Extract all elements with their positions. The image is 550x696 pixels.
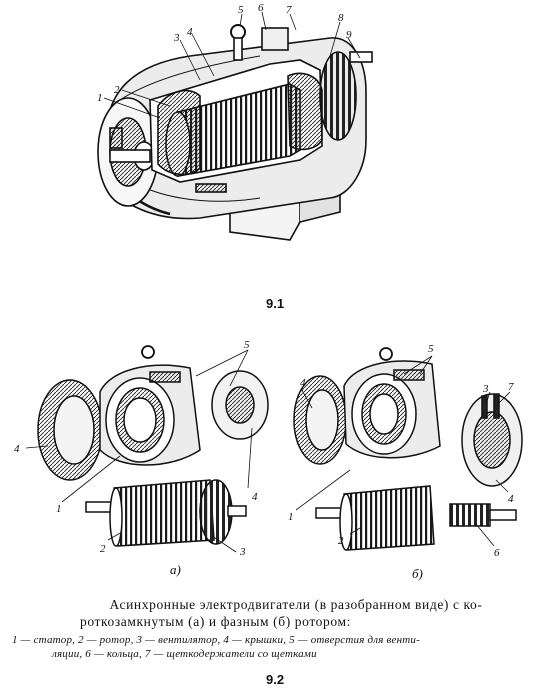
callout-b-3: 3 bbox=[482, 383, 489, 395]
callout-1: 1 bbox=[97, 92, 103, 104]
callout-5: 5 bbox=[238, 4, 244, 16]
caption-legend: 1 — статор, 2 — ротор, 3 — вентилятор, 4… bbox=[12, 633, 540, 661]
exploded-motor-b-callout-labels: 5 4 3 7 4 1 2 6 б) bbox=[288, 343, 514, 581]
caption-title: Асинхронные электродвигатели (в разобран… bbox=[12, 596, 540, 630]
callout-b-6: 6 bbox=[494, 547, 500, 559]
callout-a-2: 2 bbox=[100, 543, 106, 555]
callout-7: 7 bbox=[286, 4, 292, 16]
callout-9: 9 bbox=[346, 29, 352, 41]
exploded-motor-a-callouts bbox=[25, 349, 253, 553]
callout-a-4-right: 4 bbox=[252, 491, 258, 503]
callout-4: 4 bbox=[187, 26, 193, 38]
callout-a-4-left: 4 bbox=[14, 443, 20, 455]
exploded-motor-a-callout-labels: 5 4 4 1 2 3 а) bbox=[14, 339, 258, 577]
callout-b-7: 7 bbox=[508, 381, 514, 393]
motor-cutaway-callouts bbox=[103, 11, 361, 119]
callout-a-5: 5 bbox=[244, 339, 250, 351]
exploded-motor-b-drawing bbox=[293, 347, 523, 551]
caption-title-line-2: роткозамкнутым (а) и фазным (б) ротором: bbox=[80, 614, 351, 629]
motor-cutaway-callout-labels: 1 2 3 4 5 6 7 8 9 bbox=[97, 2, 352, 104]
callout-b-4-right: 4 bbox=[508, 493, 514, 505]
exploded-motor-b-callouts bbox=[295, 355, 511, 547]
callout-b-1: 1 bbox=[288, 511, 294, 523]
caption-legend-line-1: 1 — статор, 2 — ротор, 3 — вентилятор, 4… bbox=[12, 634, 420, 646]
subfigure-a-label: а) bbox=[170, 562, 181, 577]
callout-b-2: 2 bbox=[338, 535, 344, 547]
exploded-motor-a-drawing bbox=[37, 345, 269, 547]
caption-legend-line-2: ляции, 6 — кольца, 7 — щеткодержатели со… bbox=[52, 648, 317, 660]
figure-caption: Асинхронные электродвигатели (в разобран… bbox=[12, 596, 540, 661]
callout-3: 3 bbox=[173, 32, 180, 44]
callout-6: 6 bbox=[258, 2, 264, 14]
figure-label-9-2: 9.2 bbox=[266, 672, 285, 687]
caption-title-line-1: Асинхронные электродвигатели (в разобран… bbox=[109, 597, 483, 612]
callout-a-3: 3 bbox=[239, 546, 246, 558]
subfigure-b-label: б) bbox=[412, 566, 423, 581]
motor-cutaway-drawing bbox=[97, 24, 373, 241]
callout-b-4-left: 4 bbox=[300, 377, 306, 389]
callout-8: 8 bbox=[338, 12, 344, 24]
figure-label-9-1: 9.1 bbox=[266, 296, 285, 311]
callout-2: 2 bbox=[114, 84, 120, 96]
callout-b-5: 5 bbox=[428, 343, 434, 355]
callout-a-1: 1 bbox=[56, 503, 62, 515]
